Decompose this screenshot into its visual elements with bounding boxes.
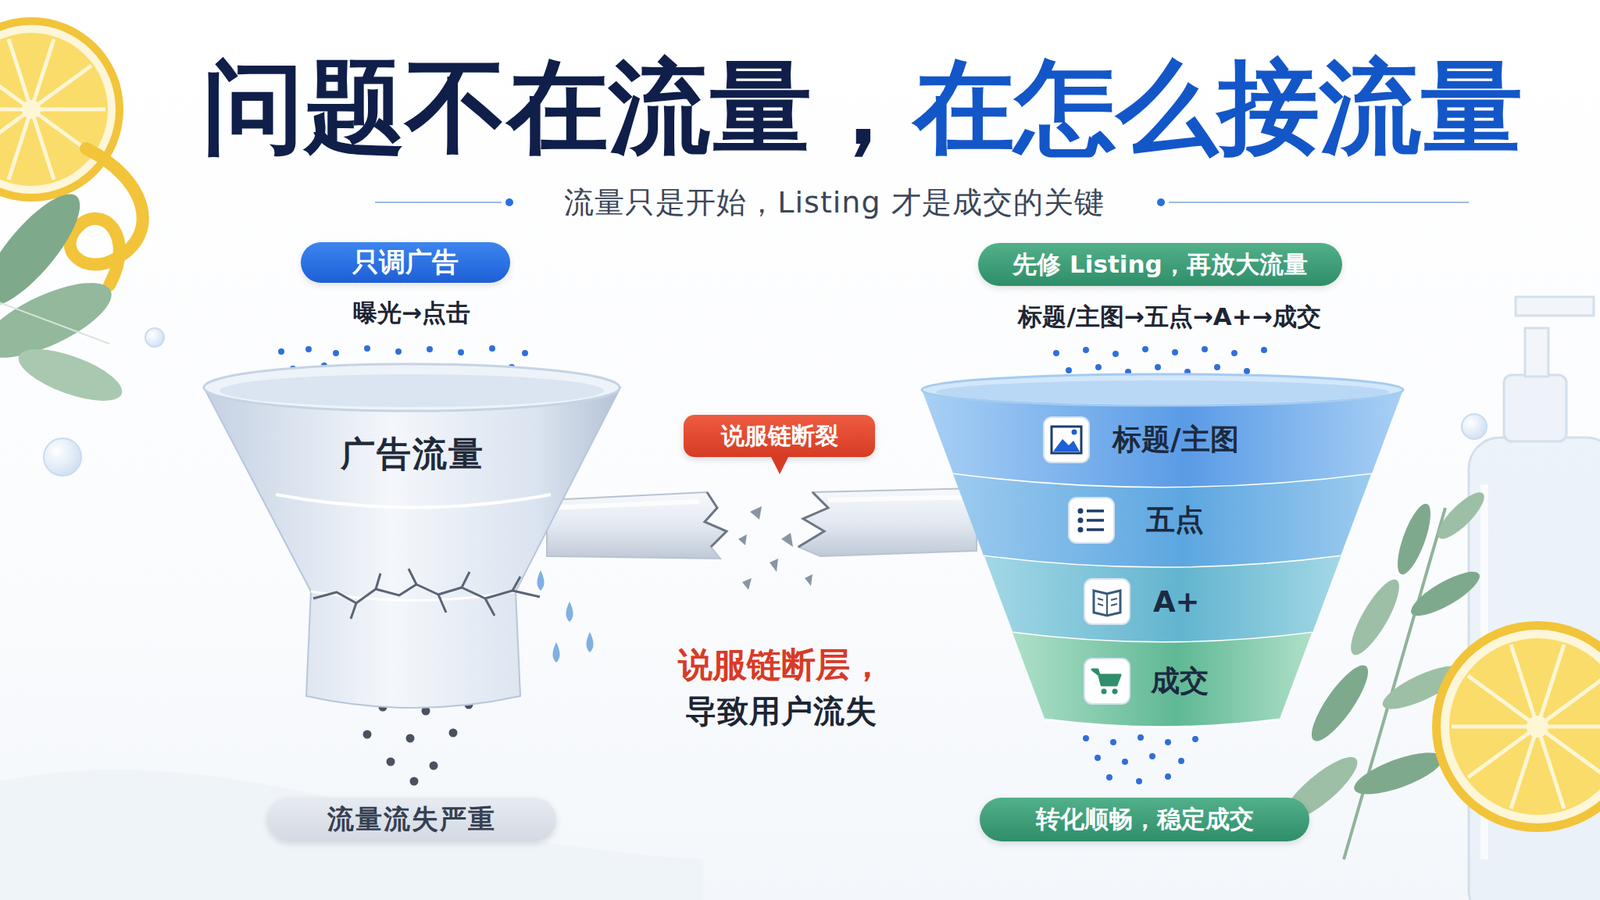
warning-note: 导致用户流失 [685, 689, 878, 733]
subtitle-rule [1157, 198, 1165, 207]
flow-note: 曝光→点击 [353, 296, 471, 330]
strategy-pill: 只调广告 [300, 242, 511, 283]
crack [438, 594, 447, 613]
lemon-slice [1526, 715, 1549, 738]
subtitle-rule [1168, 201, 1469, 204]
funnel-rim [203, 364, 620, 411]
leaves [12, 339, 129, 412]
leaves [1390, 500, 1437, 579]
funnel-band-fill [953, 474, 1372, 568]
broken-pipe [804, 574, 813, 586]
lemon-slice [1449, 638, 1600, 815]
lemon-slice [1451, 644, 1600, 809]
broken-pipe [750, 506, 762, 520]
result-pill: 流量流失严重 [267, 797, 557, 842]
warning-note: 说服链断层， [678, 642, 885, 689]
band: 五点 [953, 474, 1372, 557]
lemon-slice [0, 17, 124, 202]
water-drop [43, 438, 82, 476]
node-text: 广告流量 [340, 431, 485, 478]
strategy-pill: 先修 Listing，再放大流量 [978, 242, 1343, 286]
lemon-slice [0, 25, 116, 194]
leaves [0, 181, 129, 412]
broken-pipe [546, 488, 977, 590]
diagram-title: 问题不在流量，在怎么接流量 [202, 51, 1523, 164]
lemon-slice [1440, 629, 1600, 824]
broken-pipe [742, 578, 752, 590]
band: 成交 [1012, 632, 1312, 720]
converted-dots [1085, 737, 1196, 782]
lemon-slice [1432, 621, 1600, 833]
broken-pipe [798, 492, 829, 547]
soap-bottle [1515, 296, 1594, 316]
node-text: 标题/主图 [1112, 420, 1240, 460]
lemon-slice [21, 100, 41, 119]
ad-funnel: 广告流量 [203, 364, 621, 708]
broken-pipe [769, 558, 779, 572]
node-text: 转化顺畅，稳定成交 [1035, 803, 1254, 836]
leak-drop [553, 642, 561, 663]
wave [0, 769, 704, 900]
node-text: 成交 [1150, 661, 1209, 701]
leak-drop [566, 601, 574, 622]
leak-drop [537, 570, 594, 663]
funnel-band-fill [1012, 632, 1312, 728]
leaves [0, 296, 110, 344]
band: A+ [984, 556, 1342, 633]
funnel-band-fill [984, 556, 1342, 643]
node-text: 流量流失严重 [327, 801, 497, 838]
node-text: A+ [1153, 585, 1200, 619]
funnel-rim [219, 374, 604, 408]
node-text: 说服链断裂 [721, 420, 839, 453]
lemon-slice [1432, 621, 1600, 833]
break-callout: 说服链断裂 [683, 414, 875, 458]
broken-pipe [738, 534, 747, 546]
crack [313, 584, 540, 604]
broken-pipe [798, 488, 977, 557]
band: 标题/主图 [921, 389, 1404, 475]
band-divider [1045, 719, 1280, 728]
leak-drop [537, 570, 545, 591]
crack [350, 603, 357, 619]
lemon-slice [0, 17, 124, 202]
soap-bottle [1525, 328, 1549, 377]
leaves [1349, 744, 1447, 804]
leaves [1342, 573, 1408, 661]
funnel-rim [921, 374, 1404, 406]
node-text: 先修 Listing，再放大流量 [1012, 248, 1308, 282]
node-text: 只调广告 [352, 244, 459, 281]
broken-pipe [546, 501, 700, 508]
subtitle-rule [375, 201, 502, 204]
result-pill: 转化顺畅，稳定成交 [979, 797, 1310, 842]
water-drop [1461, 414, 1487, 440]
crack [485, 598, 495, 616]
crack [375, 573, 381, 590]
lemon-peel [70, 148, 143, 286]
crack [408, 568, 417, 585]
node-text: 五点 [1146, 500, 1204, 540]
lemon-slice [0, 39, 106, 180]
broken-pipe [704, 492, 727, 547]
funnel-outline [203, 364, 621, 708]
flow-note: 标题/主图→五点→A+→成交 [1017, 300, 1321, 334]
crack [512, 576, 521, 591]
funnel-body [203, 387, 621, 708]
funnel-rim [935, 380, 1390, 404]
broken-pipe [781, 532, 793, 547]
leaves [1303, 658, 1377, 749]
subtitle-rule [505, 198, 514, 207]
leak-drop [586, 632, 594, 653]
funnel-ring [275, 494, 551, 508]
broken-pipe [828, 496, 977, 500]
leaves [1405, 564, 1486, 624]
leaves [1432, 486, 1491, 546]
broken-pipe [546, 492, 727, 559]
subtitle: 流量只是开始，Listing 才是成交的关键 [564, 182, 1104, 223]
crack [461, 571, 470, 588]
water-drop [145, 328, 165, 347]
lemon-slice [0, 32, 108, 186]
broken-pipe [738, 506, 813, 590]
soap-bottle [1503, 375, 1567, 442]
